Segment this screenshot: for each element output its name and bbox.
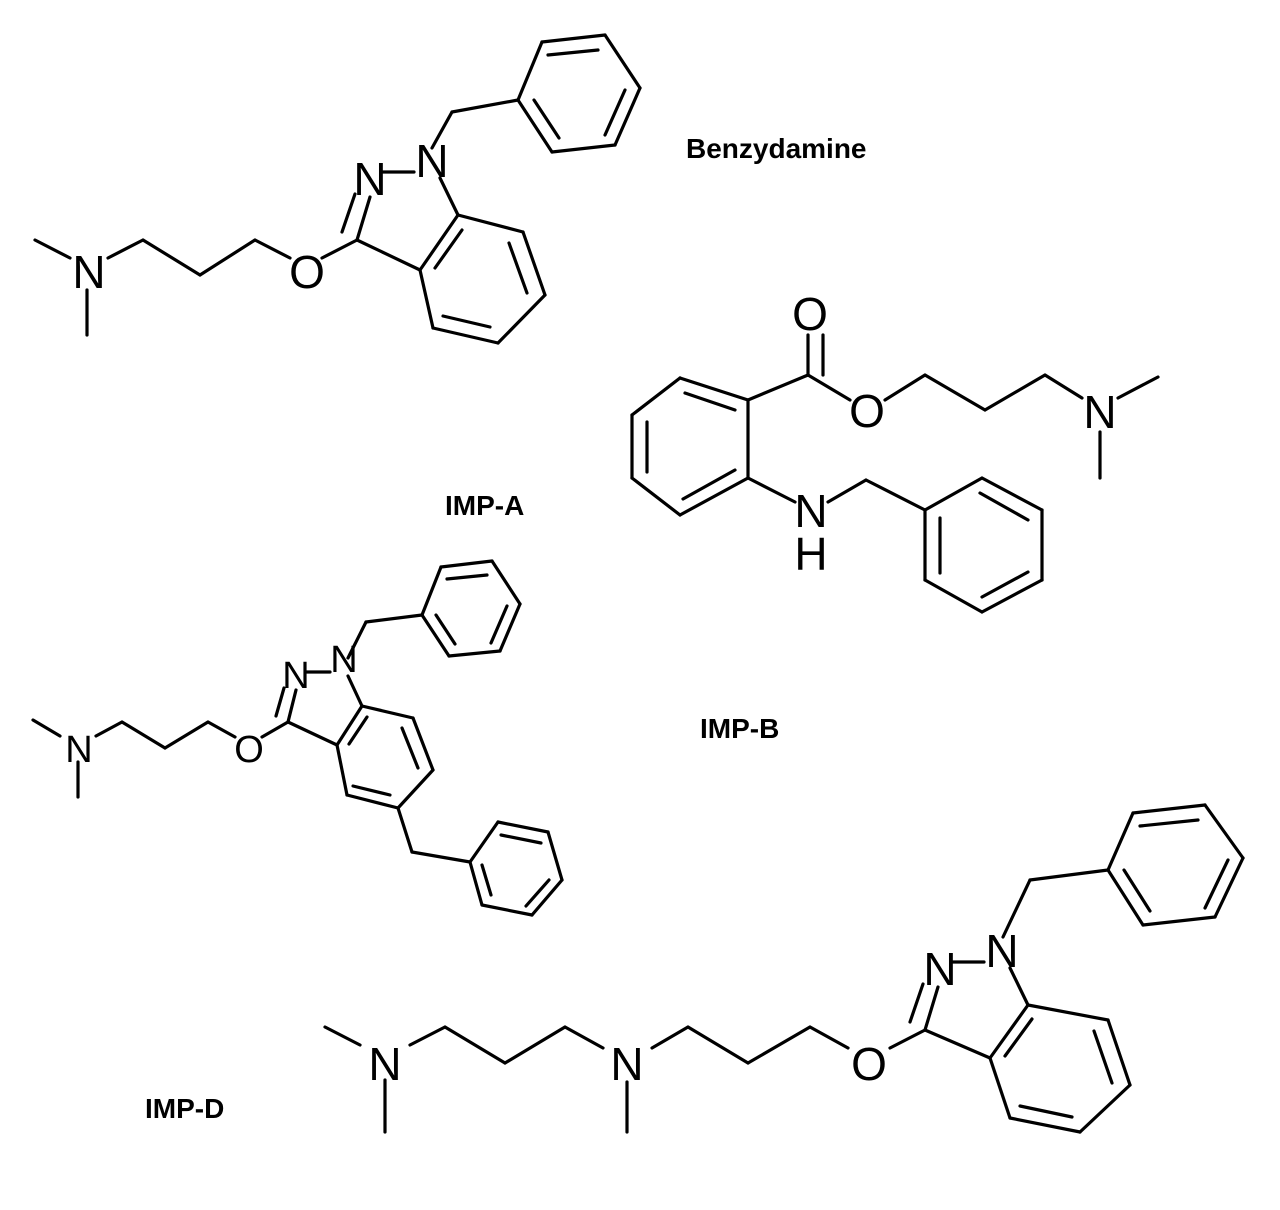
atom-o: O <box>851 1038 887 1090</box>
atom-o: O <box>234 729 264 771</box>
atom-n: N <box>72 246 105 298</box>
molecule-imp-b: N O N N IMP-B <box>31 559 779 917</box>
atom-n: N <box>794 485 827 537</box>
atom-o: O <box>792 288 828 340</box>
atom-o: O <box>289 246 325 298</box>
bonds-imp-b <box>31 559 564 917</box>
atom-n: N <box>415 135 448 187</box>
atom-n: N <box>65 729 92 771</box>
bonds-imp-d <box>323 803 1245 1134</box>
label-imp-b: IMP-B <box>700 713 779 744</box>
atom-labels-imp-a: O O N N H <box>792 288 1117 580</box>
label-benzydamine: Benzydamine <box>686 133 867 164</box>
molecule-benzydamine: N O N N Benzydamine <box>33 33 867 345</box>
label-imp-a: IMP-A <box>445 490 524 521</box>
molecule-imp-a: O O N N H IMP-A <box>445 288 1160 614</box>
atom-n: N <box>353 153 386 205</box>
atom-o: O <box>849 385 885 437</box>
atom-n: N <box>985 925 1018 977</box>
atom-n: N <box>330 639 357 681</box>
atom-labels-imp-b: N O N N <box>65 639 357 771</box>
bonds-imp-a <box>630 333 1160 614</box>
atom-n: N <box>610 1038 643 1090</box>
molecule-imp-d: N N O N N IMP-D <box>145 803 1245 1134</box>
bonds-benzydamine <box>33 33 642 345</box>
atom-labels-imp-d: N N O N N <box>368 925 1018 1090</box>
atom-n: N <box>1083 386 1116 438</box>
atom-h: H <box>794 528 827 580</box>
atom-n: N <box>282 655 309 697</box>
label-imp-d: IMP-D <box>145 1093 224 1124</box>
atom-n: N <box>923 943 956 995</box>
atom-labels-benzydamine: N O N N <box>72 135 448 298</box>
atom-n: N <box>368 1038 401 1090</box>
